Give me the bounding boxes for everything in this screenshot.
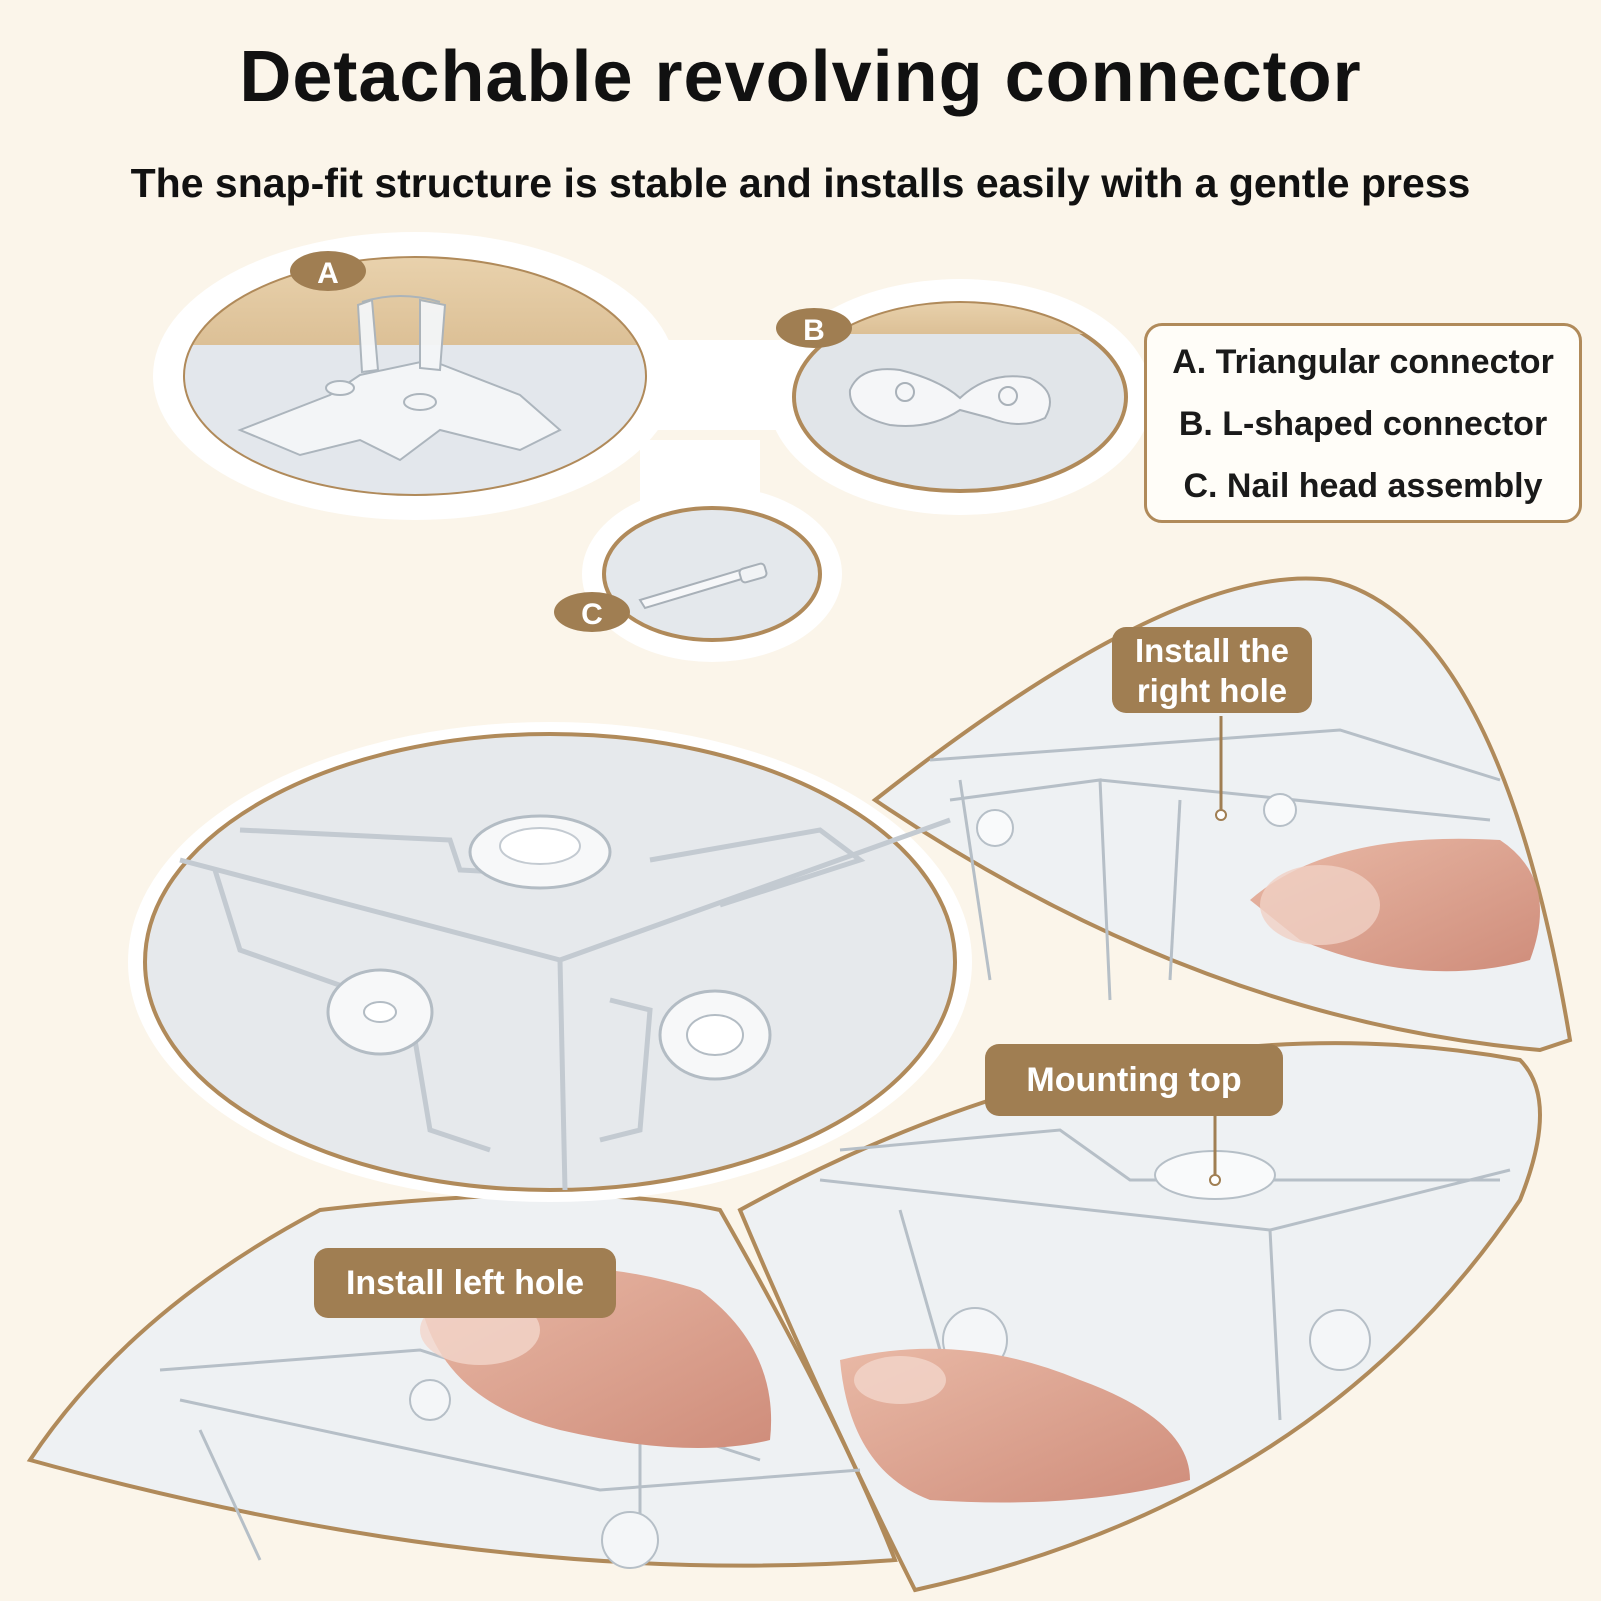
badge-c: C [554,592,630,632]
parts-legend: A. Triangular connector B. L-shaped conn… [1144,323,1582,523]
part-c-photo [602,506,822,642]
page-title: Detachable revolving connector [239,37,1362,117]
callout-left-hole: Install left hole [314,1248,616,1318]
svg-text:B: B [803,314,825,347]
l-shaped-connector-icon [848,368,1051,427]
legend-item-b: B. L-shaped connector [1178,405,1548,443]
nail-head-icon [638,562,768,610]
install-right-hole-photo [871,576,1573,1053]
svg-text:A: A [317,257,339,290]
page-subtitle: The snap-fit structure is stable and ins… [130,160,1471,206]
callout-mounting-top: Mounting top [985,1044,1283,1116]
legend-item-c: C. Nail head assembly [1183,467,1543,505]
badge-b: B [776,308,852,348]
callout-right-hole: Install the right hole [1112,627,1312,713]
legend-item-a: A. Triangular connector [1172,343,1554,381]
detail-zoom-circle [128,722,972,1202]
triangular-connector-icon [237,295,562,462]
part-a-photo [183,256,647,496]
svg-text:C: C [581,598,603,631]
badge-a: A [290,251,366,291]
